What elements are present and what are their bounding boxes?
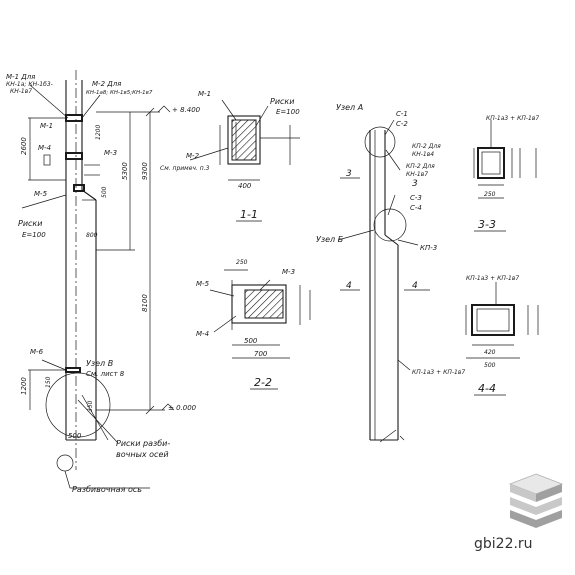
column-elevation: [21, 70, 175, 489]
column-elevation-labels: М-1 Для КН-1а; КН-1б3- КН-1в7 М-2 Для КН…: [6, 73, 201, 494]
sec22-dim-250: 250: [236, 259, 248, 266]
sec22-dim-700: 700: [254, 350, 268, 358]
dim-150: 150: [45, 376, 52, 388]
label-m2-for-2: КН-1а8; КН-1в5;КН-1в7: [86, 90, 153, 96]
label-m4-left: М-4: [38, 144, 51, 152]
mark-3-left: 3: [346, 169, 352, 179]
label-elev-bot: ± 0.000: [168, 404, 197, 412]
sec11-title: 1-1: [240, 208, 258, 221]
label-m1-for-3: КН-1в7: [10, 88, 32, 95]
section-1-1: [189, 99, 300, 181]
label-kp2b: КП-2 Для: [406, 163, 435, 170]
section-4-4: [465, 282, 539, 359]
label-riski-left: Риски: [18, 219, 42, 228]
label-m1-left: М-1: [40, 122, 53, 130]
sec22-m5: М-5: [196, 280, 210, 288]
sec44-title: 4-4: [478, 382, 496, 395]
logo-layer-bot: [510, 510, 562, 528]
label-riski-left-sub: Е=100: [22, 231, 46, 239]
dim-2600: 2600: [20, 137, 28, 155]
label-kp-bottom: КП-1а3 + КП-1в7: [412, 369, 465, 376]
sec11-riski-sub: Е=100: [276, 108, 300, 116]
mark-4-left: 4: [346, 281, 352, 291]
label-razb-os: Разбивочная ось: [72, 485, 142, 494]
sec22-m3: М-3: [282, 268, 295, 276]
section-3-3: [473, 120, 537, 199]
label-c1: С-1: [396, 110, 408, 118]
gbi-logo-icon: [508, 473, 564, 528]
dim-9300: 9300: [141, 162, 149, 180]
label-uzel-a: Узел А: [336, 103, 363, 112]
sec22-m4: М-4: [196, 330, 209, 338]
dim-8100: 8100: [141, 294, 149, 312]
section-3-3-labels: КП-1а3 + КП-1в7 250 3-3: [474, 115, 539, 232]
logo-layer-top-right: [536, 484, 562, 502]
label-c4: С-4: [410, 204, 422, 212]
column-side: [337, 119, 430, 443]
sec33-dim-250: 250: [484, 191, 496, 198]
sec33-title: 3-3: [478, 218, 496, 231]
dim-1200: 1200: [95, 125, 102, 140]
label-m1-for: М-1 Для: [6, 73, 35, 81]
label-kp2b-sub: КН-1в7: [406, 171, 428, 178]
section-1-1-labels: М-1 Риски Е=100 М-2 См. примеч. п.3 400 …: [160, 90, 300, 222]
label-uzel-v-sub: См. лист 8: [86, 370, 125, 378]
column-side-labels: Узел А Узел Б С-1 С-2 С-3 С-4 КП-2 Для К…: [316, 103, 465, 376]
sec11-m2: М-2: [186, 152, 200, 160]
dim-1200-low: 1200: [20, 377, 28, 395]
mark-3-right: 3: [412, 179, 418, 189]
dim-350: 350: [87, 400, 94, 412]
label-kp3: КП-3: [420, 244, 437, 252]
label-c3: С-3: [410, 194, 422, 202]
label-riski-razb: Риски разби-: [116, 439, 170, 448]
sec11-riski: Риски: [270, 97, 294, 106]
label-m5-left: М-5: [34, 190, 48, 198]
dim-5300: 5300: [121, 162, 129, 180]
dim-800-top: 800: [86, 232, 98, 239]
label-m1-for-2: КН-1а; КН-1б3-: [6, 81, 53, 88]
sec11-m1: М-1: [198, 90, 211, 98]
sec33-label: КП-1а3 + КП-1в7: [486, 115, 539, 122]
sec11-dim-400: 400: [238, 182, 252, 190]
label-m3-left: М-3: [104, 149, 117, 157]
label-c2: С-2: [396, 120, 408, 128]
sec44-dim-500: 500: [484, 362, 496, 369]
sec44-label: КП-1а3 + КП-1в7: [466, 275, 519, 282]
label-uzel-v: Узел В: [86, 359, 113, 368]
label-kp2: КП-2 Для: [412, 143, 441, 150]
label-uzel-b: Узел Б: [316, 235, 344, 244]
sec44-dim-420: 420: [484, 349, 496, 356]
dim-500-bot: 500: [68, 432, 82, 440]
label-elev-top: + 8.400: [172, 106, 201, 114]
dim-500-top: 500: [101, 186, 108, 198]
section-2-2-labels: М-5 М-3 М-4 250 500 700 2-2: [196, 259, 295, 390]
site-watermark: gbi22.ru: [474, 536, 533, 552]
logo-layer-top-left: [510, 484, 536, 502]
label-kp2-sub: КН-1в4: [412, 151, 434, 158]
section-2-2: [209, 269, 311, 359]
mark-4-right: 4: [412, 281, 418, 291]
label-riski-razb-2: вочных осей: [116, 450, 169, 459]
section-4-4-labels: КП-1а3 + КП-1в7 420 500 4-4: [466, 275, 519, 396]
label-m2-for: М-2 Для: [92, 80, 121, 88]
sec22-dim-500: 500: [244, 337, 258, 345]
sec11-m2-sub: См. примеч. п.3: [160, 165, 210, 172]
label-m6-left: М-6: [30, 348, 44, 356]
logo-layer-mid: [510, 497, 562, 515]
sec22-title: 2-2: [254, 376, 272, 389]
